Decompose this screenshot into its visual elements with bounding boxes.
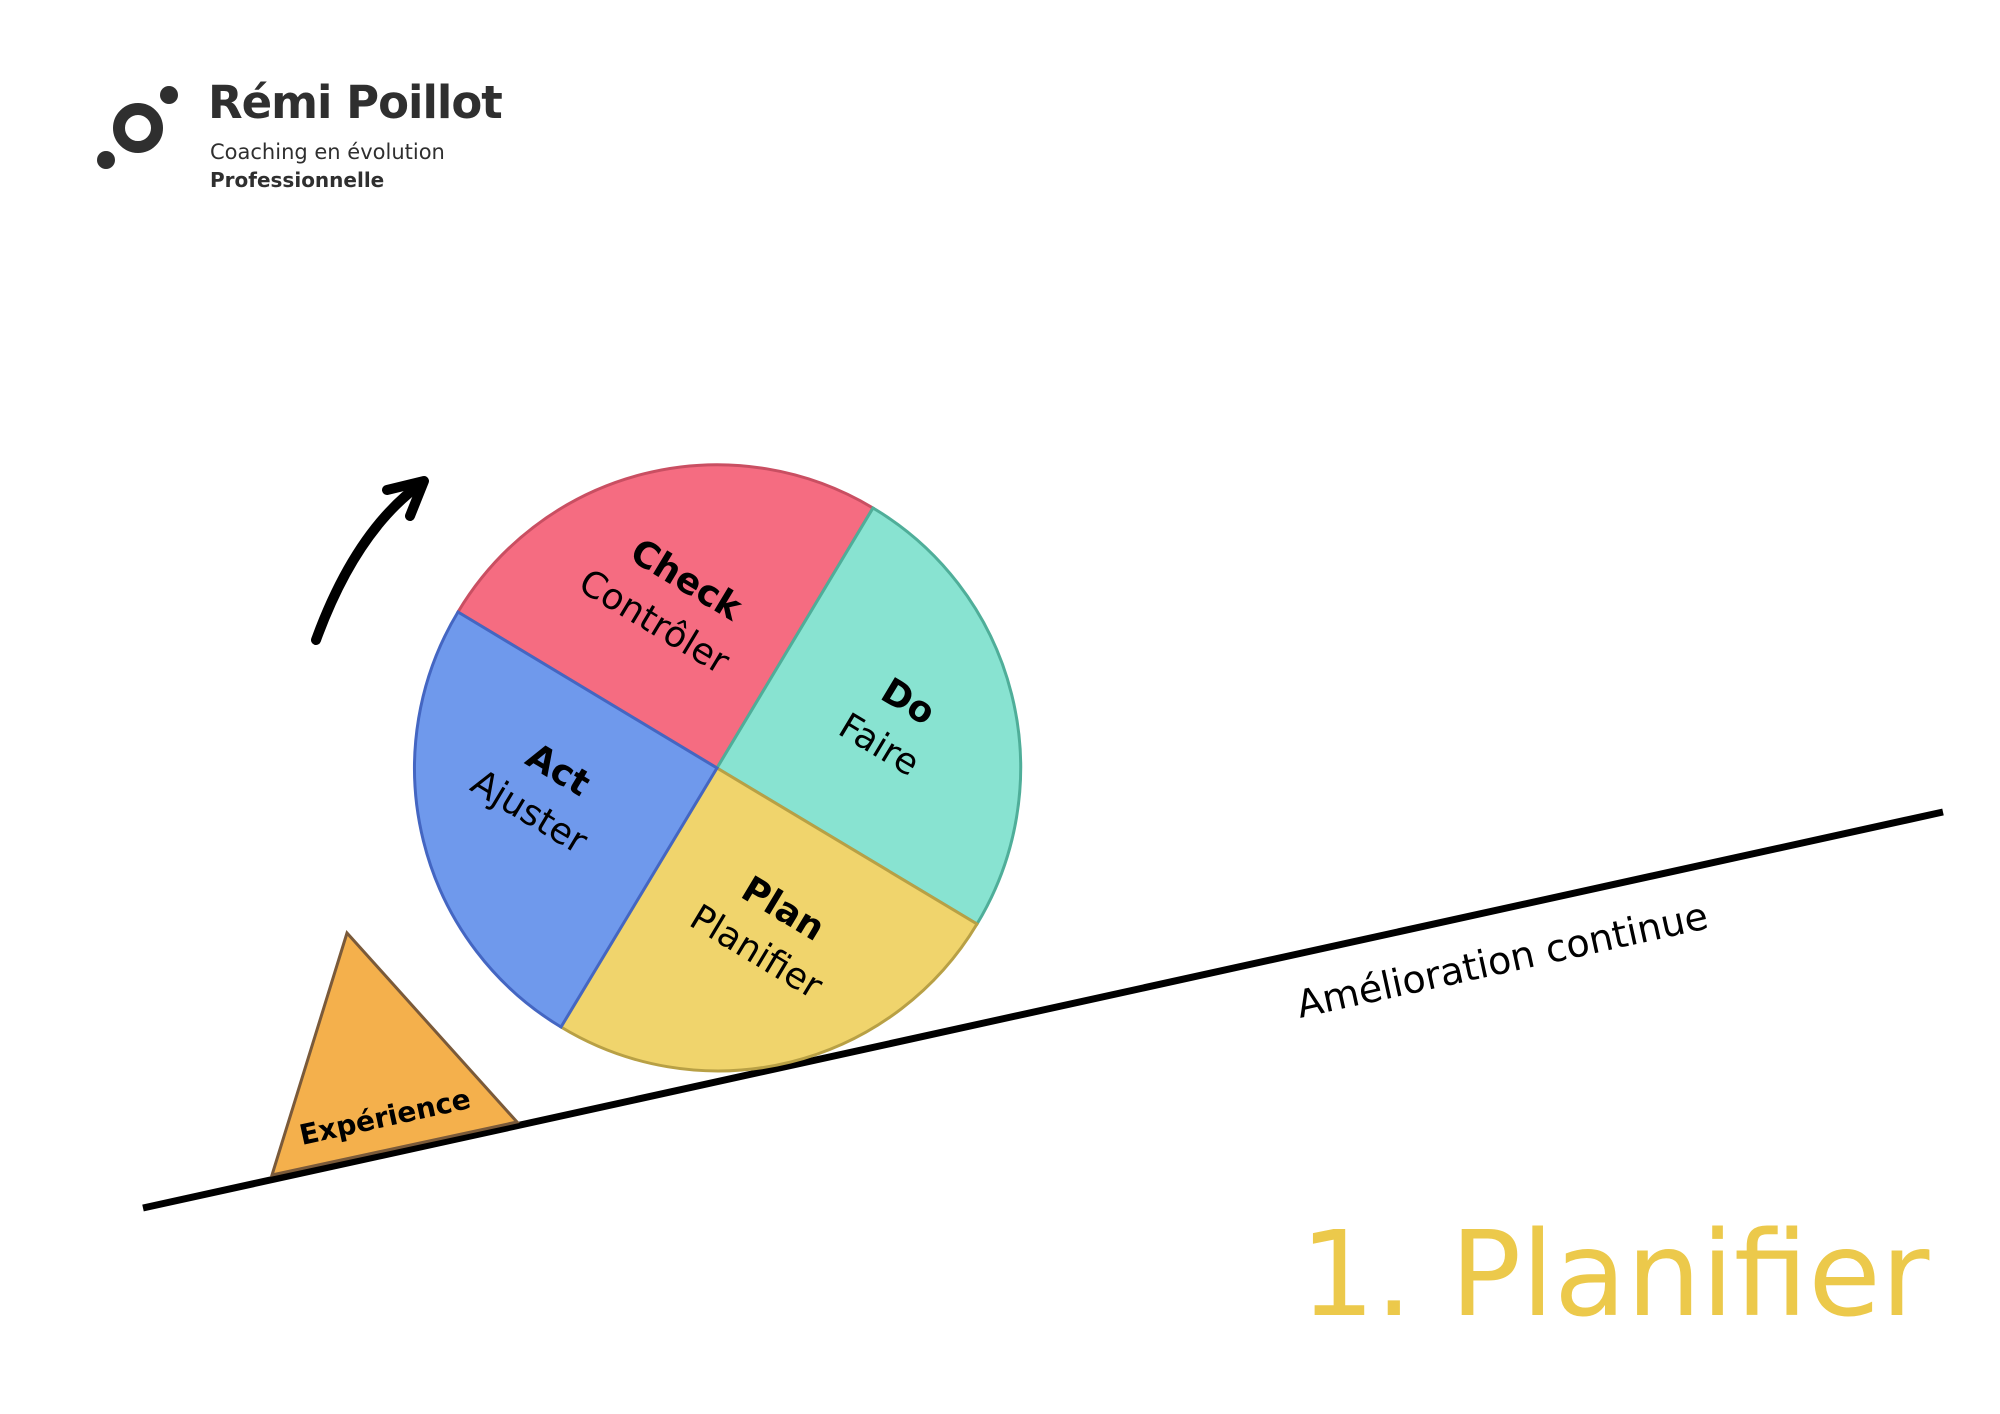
wheel-segment-act <box>413 609 720 1030</box>
improvement-slope-line <box>142 808 1944 1212</box>
experience-wedge <box>269 930 520 1178</box>
rotation-arrow-icon <box>311 476 429 645</box>
step-title: 1. Planifier <box>1300 1205 1930 1343</box>
wheel-segment-plan <box>558 765 980 1073</box>
brand-tagline: Coaching en évolution <box>210 140 445 164</box>
brand-name: Rémi Poillot <box>208 76 503 129</box>
pdca-wheel: Check Contrôler Do Faire Plan Planifier … <box>413 463 1023 1073</box>
brand-tagline-bold: Professionnelle <box>210 168 385 192</box>
slope-label: Amélioration continue <box>1292 894 1711 1027</box>
logo-icon <box>97 86 178 169</box>
wheel-segment-check <box>455 463 876 771</box>
wheel-segment-do <box>714 505 1023 927</box>
